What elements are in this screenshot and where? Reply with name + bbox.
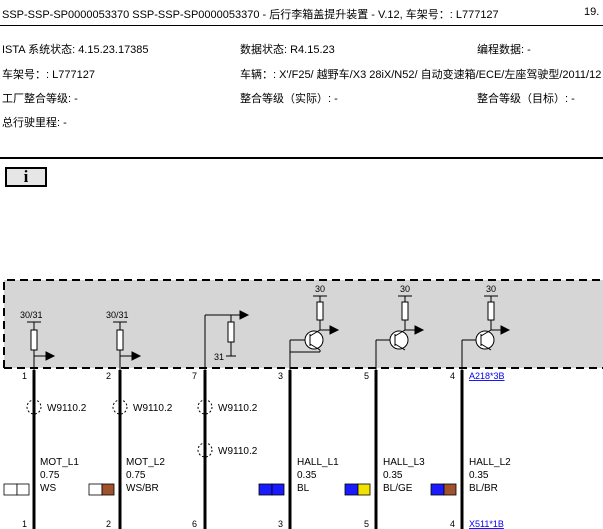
pin-top-7: 7 [192,371,197,381]
top-connector-link[interactable]: A218*3B [469,371,505,381]
motor-symbol-1 [27,321,56,372]
splice-marker-2 [112,399,128,415]
pin-top-4: 4 [450,371,455,381]
wire-signal-1: MOT_L1 [40,457,79,468]
pin-top-3: 3 [278,371,283,381]
swatch-2-a [88,483,103,496]
wire-size-1: 0.75 [40,470,60,481]
terminal-label-30-31-b: 30/31 [106,310,129,320]
wire-color-1: WS [40,483,56,494]
pin-top-2: 2 [106,371,111,381]
terminal-label-31: 31 [214,352,224,362]
wire-signal-4: HALL_L2 [469,457,511,468]
pin-bottom-5: 5 [364,519,369,529]
component-box [4,280,603,368]
swatch-5-a [344,483,359,496]
swatch-1-a [3,483,18,496]
hall-sensor-symbol-2 [375,295,425,372]
info-icon[interactable]: i [5,167,47,187]
swatch-2-b [101,483,115,496]
hall-sensor-symbol-1 [289,295,340,372]
pin-bottom-2: 2 [106,519,111,529]
programming-data: 编程数据: - [477,44,531,56]
wire-size-2: 0.75 [126,470,146,481]
wire-color-3: BL [297,483,310,494]
terminal-label-30-b: 30 [400,284,410,294]
vehicle: 车辆：: X'/F25/ 越野车/X3 28iX/N52/ 自动变速箱/ECE/… [240,69,602,81]
splice-label-3: W9110.2 [218,403,258,414]
wires [32,370,464,529]
pin-bottom-6: 6 [192,519,197,529]
ista-status: ISTA 系统状态: 4.15.23.17385 [2,44,149,56]
pin-bottom-4: 4 [450,519,455,529]
splice-dot-bottom [203,412,207,416]
info-icon-glyph: i [23,167,29,186]
wire-signal-2: MOT_L2 [126,457,165,468]
pin-bottom-1: 1 [22,519,27,529]
splice-marker-4 [197,442,213,458]
ground-resistor-symbol [204,310,250,372]
swatch-3-b [271,483,285,496]
target-integration-level: 整合等级（目标）: - [477,93,575,105]
hall-sensor-symbol-3 [461,295,511,372]
motor-symbol-2 [113,321,142,372]
wire-color-5: BL/GE [383,483,413,494]
swatch-4-b [443,483,457,496]
pin-top-5: 5 [364,371,369,381]
pin-top-1: 1 [22,371,27,381]
swatch-4-a [430,483,445,496]
terminal-label-30-a: 30 [315,284,325,294]
terminal-label-30-c: 30 [486,284,496,294]
splice-marker-1 [26,399,42,415]
total-mileage: 总行驶里程: - [2,117,67,129]
wire-color-2: WS/BR [126,483,159,494]
section-rule [0,157,603,159]
data-status: 数据状态: R4.15.23 [240,44,335,56]
wire-signal-3: HALL_L1 [297,457,339,468]
swatch-3-a [258,483,273,496]
document-title: SSP-SSP-SP0000053370 SSP-SSP-SP000005337… [2,9,499,21]
factory-integration-level: 工厂整合等级: - [2,93,78,105]
vin: 车架号：: L777127 [2,69,95,81]
wire-size-3: 0.35 [297,470,317,481]
actual-integration-level: 整合等级（实际）: - [240,93,338,105]
terminal-label-30-31-a: 30/31 [20,310,43,320]
wire-signal-5: HALL_L3 [383,457,425,468]
header-rule [0,25,603,26]
splice-markers [26,399,213,458]
wire-size-4: 0.35 [469,470,489,481]
wire-color-4: BL/BR [469,483,498,494]
pin-bottom-3: 3 [278,519,283,529]
page-number: 19. [584,6,600,18]
swatch-5-b [357,483,371,496]
splice-label-4: W9110.2 [218,446,258,457]
splice-label-1: W9110.2 [47,403,87,414]
swatch-1-b [16,483,30,496]
wire-color-swatches [3,483,457,496]
wire-size-5: 0.35 [383,470,403,481]
bottom-connector-link[interactable]: X511*1B [469,519,504,529]
splice-label-2: W9110.2 [133,403,173,414]
component-box-border [3,279,603,369]
splice-dot-top [203,398,207,402]
